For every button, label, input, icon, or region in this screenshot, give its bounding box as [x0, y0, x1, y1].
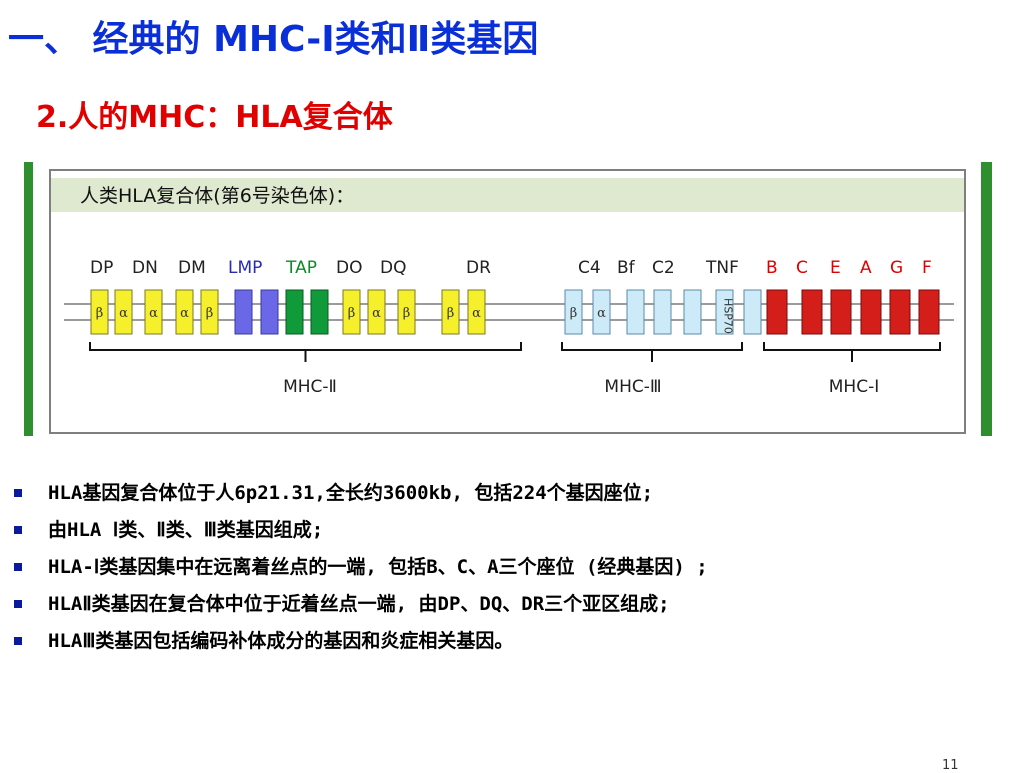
gene-name-label: G — [890, 258, 903, 278]
gene-box — [467, 289, 486, 335]
gene-box-label: HSP70 — [722, 298, 735, 334]
gene-box — [766, 289, 788, 335]
region-bracket — [89, 342, 522, 362]
gene-box — [715, 289, 734, 335]
gene-box — [342, 289, 361, 335]
gene-box — [653, 289, 672, 335]
gene-box-label: β — [348, 306, 356, 321]
gene-box — [200, 289, 219, 335]
gene-box-label: β — [403, 306, 411, 321]
bullet-text: HLA-Ⅰ类基因集中在远离着丝点的一端, 包括B、C、A三个座位 (经典基因) … — [48, 556, 708, 578]
gene-box — [114, 289, 133, 335]
gene-box-label: β — [206, 306, 214, 321]
gene-name-label: B — [766, 258, 778, 278]
gene-name-label: C2 — [652, 258, 675, 278]
gene-box — [144, 289, 163, 335]
hla-complex-diagram: 人类HLA复合体(第6号染色体)： DP DN DM LMP TAP DO DQ DR C4 Bf… — [24, 162, 992, 436]
gene-box — [801, 289, 823, 335]
bullet-marker — [14, 637, 22, 645]
region-label: MHC-Ⅰ — [829, 377, 879, 397]
gene-box-label: β — [570, 306, 578, 321]
gene-name-label: A — [860, 258, 872, 278]
gene-box-label: α — [597, 306, 606, 321]
gene-box — [397, 289, 416, 335]
slide-subtitle: 2.人的MHC：HLA复合体 — [36, 100, 393, 135]
gene-box — [310, 289, 329, 335]
region-brackets: MHC-Ⅱ MHC-Ⅲ MHC-Ⅰ — [89, 342, 941, 397]
page-number: 11 — [942, 758, 959, 773]
gene-box — [260, 289, 279, 335]
gene-name-label: TNF — [705, 258, 739, 278]
gene-box — [889, 289, 911, 335]
bullet-item: HLAⅢ类基因包括编码补体成分的基因和炎症相关基因。 — [14, 628, 1004, 654]
bullet-item: HLAⅡ类基因在复合体中位于近着丝点一端, 由DP、DQ、DR三个亚区组成; — [14, 591, 1004, 617]
diagram-caption: 人类HLA复合体(第6号染色体)： — [80, 185, 354, 207]
gene-name-label: C — [796, 258, 808, 278]
bullet-marker — [14, 600, 22, 608]
right-green-bar — [981, 162, 992, 436]
gene-box — [285, 289, 304, 335]
gene-box-label: α — [149, 306, 158, 321]
gene-box — [367, 289, 386, 335]
gene-name-label: TAP — [285, 258, 317, 278]
gene-name-label: DR — [466, 258, 491, 278]
bullet-marker — [14, 526, 22, 534]
gene-name-label: C4 — [578, 258, 601, 278]
gene-name-label: DN — [132, 258, 158, 278]
gene-name-label: DO — [336, 258, 362, 278]
region-label: MHC-Ⅲ — [604, 377, 661, 397]
bullet-item: HLA-Ⅰ类基因集中在远离着丝点的一端, 包括B、C、A三个座位 (经典基因) … — [14, 554, 1004, 580]
gene-name-label: Bf — [617, 258, 636, 278]
caption-band — [51, 178, 964, 212]
gene-box — [564, 289, 583, 335]
bullet-text: 由HLA Ⅰ类、Ⅱ类、Ⅲ类基因组成; — [48, 519, 324, 541]
bullet-text: HLAⅢ类基因包括编码补体成分的基因和炎症相关基因。 — [48, 630, 514, 652]
gene-box — [743, 289, 762, 335]
gene-box — [441, 289, 460, 335]
gene-box — [592, 289, 611, 335]
gene-box — [860, 289, 882, 335]
gene-box — [918, 289, 940, 335]
bullet-marker — [14, 563, 22, 571]
gene-box-label: α — [180, 306, 189, 321]
gene-box — [234, 289, 253, 335]
region-bracket — [763, 342, 941, 362]
gene-name-label: DP — [90, 258, 113, 278]
gene-name-label: F — [922, 258, 932, 278]
left-green-bar — [24, 162, 33, 436]
gene-box — [683, 289, 702, 335]
bullet-item: HLA基因复合体位于人6p21.31,全长约3600kb, 包括224个基因座位… — [14, 480, 1004, 506]
gene-box-label: α — [119, 306, 128, 321]
gene-box-label: α — [472, 306, 481, 321]
gene-name-label: LMP — [228, 258, 262, 278]
bullet-list: HLA基因复合体位于人6p21.31,全长约3600kb, 包括224个基因座位… — [14, 480, 1004, 665]
region-label: MHC-Ⅱ — [283, 377, 337, 397]
gene-box — [830, 289, 852, 335]
gene-box-label: α — [372, 306, 381, 321]
bullet-text: HLAⅡ类基因在复合体中位于近着丝点一端, 由DP、DQ、DR三个亚区组成; — [48, 593, 670, 615]
gene-name-label: DM — [178, 258, 206, 278]
gene-box — [626, 289, 645, 335]
gene-name-label: DQ — [380, 258, 406, 278]
gene-box — [90, 289, 109, 335]
bullet-item: 由HLA Ⅰ类、Ⅱ类、Ⅲ类基因组成; — [14, 517, 1004, 543]
region-bracket — [561, 342, 743, 362]
slide-title: 一、 经典的 MHC-Ⅰ类和Ⅱ类基因 — [8, 19, 539, 60]
gene-name-label: E — [830, 258, 841, 278]
gene-box — [175, 289, 194, 335]
gene-box-label: β — [447, 306, 455, 321]
gene-box-label: β — [96, 306, 104, 321]
bullet-marker — [14, 489, 22, 497]
bullet-text: HLA基因复合体位于人6p21.31,全长约3600kb, 包括224个基因座位… — [48, 482, 654, 504]
